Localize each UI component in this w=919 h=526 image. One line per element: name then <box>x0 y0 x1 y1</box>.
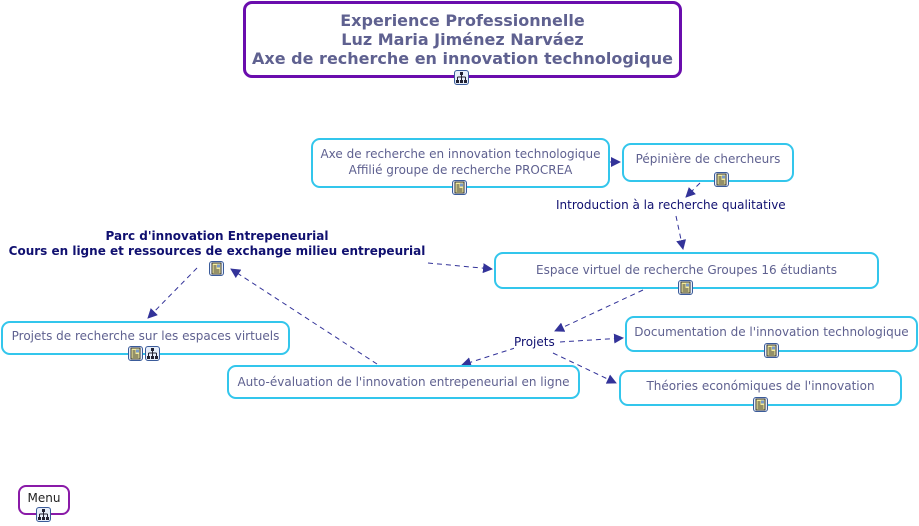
node-espace-label: Espace virtuel de recherche Groupes 16 é… <box>536 263 837 277</box>
document-icon[interactable] <box>764 343 779 358</box>
document-icon[interactable] <box>714 172 729 187</box>
link-intro-espace <box>675 215 687 250</box>
document-icon[interactable] <box>452 180 467 195</box>
link-projets-auto <box>461 347 516 368</box>
menu-label: Menu <box>27 491 61 505</box>
title-line1: Experience Professionnelle <box>340 11 585 30</box>
link-parc-projets-recherche <box>147 267 198 319</box>
node-pepiniere[interactable]: Pépinière de chercheurs <box>622 143 794 182</box>
node-projets-recherche-label: Projets de recherche sur les espaces vir… <box>11 329 280 343</box>
link-label-parc: Parc d'innovation Entrepeneurial Cours e… <box>0 229 434 259</box>
concept-map-icon[interactable] <box>36 507 51 522</box>
link-projets-documentation <box>559 333 624 344</box>
link-espace-projets <box>554 289 644 332</box>
node-pepiniere-label: Pépinière de chercheurs <box>635 152 781 166</box>
document-icon[interactable] <box>753 397 768 412</box>
title-line2: Luz Maria Jiménez Narváez <box>341 30 584 49</box>
link-auto-parc <box>230 268 378 365</box>
link-label-intro: Introduction à la recherche qualitative <box>556 198 786 212</box>
node-axe-line1: Axe de recherche en innovation technolog… <box>320 147 601 161</box>
link-projets-theories <box>552 352 617 384</box>
node-theories-label: Théories económiques de l'innovation <box>646 379 875 393</box>
title-node[interactable]: Experience Professionnelle Luz Maria Jim… <box>243 1 682 78</box>
parc-line2: Cours en ligne et ressources de exchange… <box>8 244 426 258</box>
document-icon[interactable] <box>128 346 143 361</box>
link-label-projets: Projets <box>514 335 555 349</box>
link-pepiniere-intro <box>685 182 701 198</box>
document-icon[interactable] <box>209 261 224 276</box>
node-documentation-label: Documentation de l'innovation technologi… <box>634 325 909 339</box>
concept-map-icon[interactable] <box>454 70 469 85</box>
node-auto-evaluation[interactable]: Auto-évaluation de l'innovation entrepen… <box>227 365 580 399</box>
concept-map-icon[interactable] <box>145 346 160 361</box>
parc-line1: Parc d'innovation Entrepeneurial <box>105 229 329 243</box>
node-auto-label: Auto-évaluation de l'innovation entrepen… <box>237 375 570 389</box>
document-icon[interactable] <box>678 280 693 295</box>
link-parc-espace <box>427 262 493 274</box>
node-axe-line2: Affilié groupe de recherche PROCREA <box>348 163 573 177</box>
title-line3: Axe de recherche en innovation technolog… <box>252 49 673 68</box>
